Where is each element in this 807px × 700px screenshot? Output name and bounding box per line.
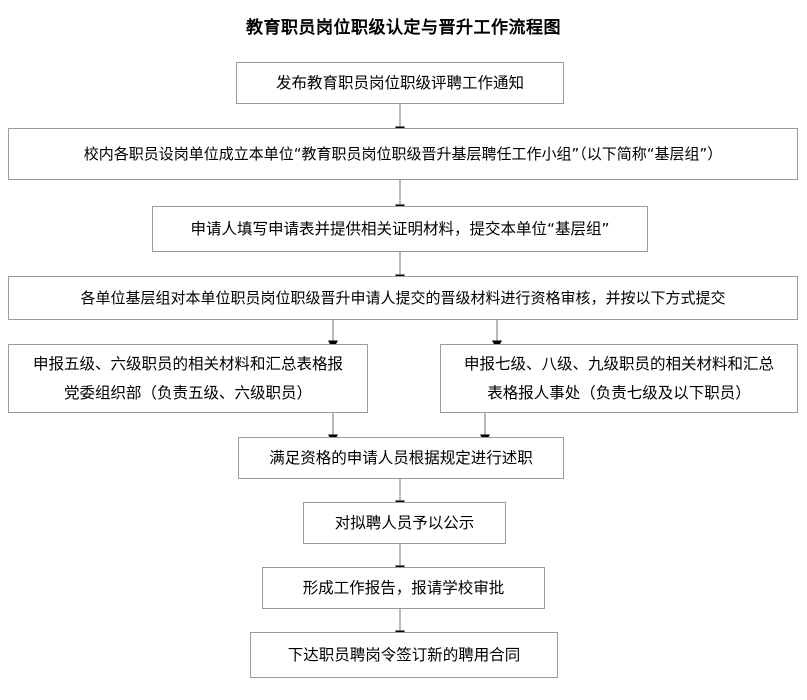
node-line: 满足资格的申请人员根据规定进行述职 <box>269 448 533 467</box>
node-line: 下达职员聘岗令签订新的聘用合同 <box>287 645 521 664</box>
node-line: 形成工作报告，报请学校审批 <box>302 578 505 597</box>
node-line: 发布教育职员岗位职级评聘工作通知 <box>275 73 524 92</box>
node-line: 申请人填写申请表并提供相关证明材料，提交本单位“基层组” <box>190 219 610 238</box>
node-line: 申报七级、八级、九级职员的相关材料和汇总 <box>463 354 774 373</box>
node-applicant-submit[interactable]: 申请人填写申请表并提供相关证明材料，提交本单位“基层组” <box>152 206 648 252</box>
node-line: 各单位基层组对本单位职员岗位职级晋升申请人提交的晋级材料进行资格审核，并按以下方… <box>80 288 726 307</box>
node-issue-appointment-contract[interactable]: 下达职员聘岗令签订新的聘用合同 <box>250 632 558 678</box>
node-public-announcement[interactable]: 对拟聘人员予以公示 <box>303 502 506 544</box>
node-branch-level5-6[interactable]: 申报五级、六级职员的相关材料和汇总表格报 党委组织部（负责五级、六级职员） <box>8 344 368 413</box>
node-line: 申报五级、六级职员的相关材料和汇总表格报 <box>32 354 343 373</box>
node-line: 表格报人事处（负责七级及以下职员） <box>487 383 751 402</box>
node-line: 党委组织部（负责五级、六级职员） <box>63 383 312 402</box>
node-job-report[interactable]: 满足资格的申请人员根据规定进行述职 <box>238 437 564 479</box>
node-branch-level7-9[interactable]: 申报七级、八级、九级职员的相关材料和汇总 表格报人事处（负责七级及以下职员） <box>440 344 798 413</box>
node-line: 对拟聘人员予以公示 <box>334 513 475 532</box>
node-publish-notice[interactable]: 发布教育职员岗位职级评聘工作通知 <box>236 62 564 104</box>
page-title: 教育职员岗位职级认定与晋升工作流程图 <box>246 18 561 38</box>
node-line: 校内各职员设岗单位成立本单位“教育职员岗位职级晋升基层聘任工作小组”（以下简称“… <box>83 144 723 163</box>
node-qualification-review[interactable]: 各单位基层组对本单位职员岗位职级晋升申请人提交的晋级材料进行资格审核，并按以下方… <box>8 276 798 320</box>
node-form-grassroots-group[interactable]: 校内各职员设岗单位成立本单位“教育职员岗位职级晋升基层聘任工作小组”（以下简称“… <box>8 128 798 180</box>
node-work-report-approval[interactable]: 形成工作报告，报请学校审批 <box>262 567 545 609</box>
